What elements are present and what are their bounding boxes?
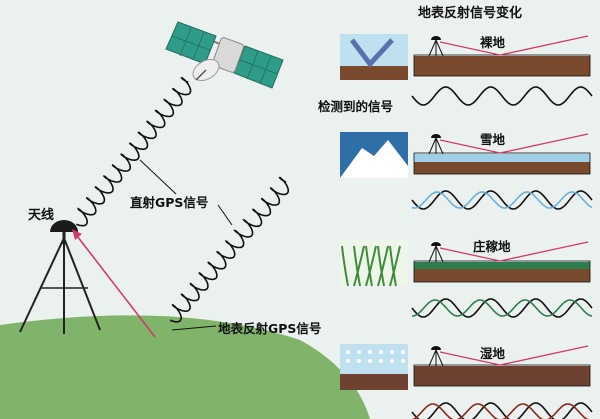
mini-tripod-leg	[435, 245, 444, 263]
mini-antenna-icon	[431, 242, 441, 246]
detected-signal-label: 检测到的信号	[318, 99, 394, 114]
snow-mountain	[340, 140, 408, 178]
rain-drop	[390, 350, 394, 354]
mini-tripod-leg	[428, 349, 437, 367]
rain-drop	[379, 359, 383, 363]
rain-drop	[401, 359, 405, 363]
panel-crops	[340, 240, 593, 318]
mini-reflection-path	[439, 133, 589, 154]
antenna-icon	[19, 220, 101, 334]
sky	[340, 240, 408, 286]
detected-signal-wave	[411, 403, 589, 419]
rain-drop	[401, 350, 405, 354]
mini-antenna-icon	[431, 134, 441, 138]
soil-layer	[414, 269, 590, 282]
direct-signal-wave	[76, 77, 192, 227]
crop-blade	[353, 245, 361, 287]
rain-drop	[368, 359, 372, 363]
reflected-signal-label: 地表反射GPS信号	[218, 321, 322, 336]
crop-blade	[365, 245, 377, 287]
detected-signal-wave	[412, 299, 593, 317]
mini-tripod-leg	[435, 39, 444, 57]
mini-tripod-leg	[435, 137, 444, 155]
reference-signal-wave	[411, 402, 593, 419]
rain-drop	[346, 359, 350, 363]
panel-label-snow: 雪地	[480, 132, 506, 147]
reference-signal-wave	[411, 298, 593, 318]
soil-layer	[414, 56, 590, 76]
crop-blade	[365, 245, 373, 287]
reflection-path	[72, 229, 156, 338]
rain-drop	[357, 350, 361, 354]
detected-signal-wave	[411, 86, 593, 106]
soil-layer	[414, 162, 590, 174]
panel-wetland	[340, 344, 593, 419]
rain-drop	[346, 350, 350, 354]
direct-signal-leader-2	[217, 204, 233, 226]
satellite-icon	[165, 21, 284, 89]
snow-layer	[414, 154, 590, 162]
mini-reflection-path	[439, 241, 589, 262]
mini-reflection-path	[439, 345, 589, 366]
panel-label-wetland: 湿地	[480, 346, 506, 361]
direct-signal-label: 直射GPS信号	[130, 195, 209, 210]
reflected-signal-leader	[171, 325, 217, 331]
mini-tripod-leg	[428, 39, 437, 57]
mini-reflection-path	[439, 35, 589, 56]
soil-layer	[340, 66, 408, 80]
antenna-label: 天线	[28, 208, 55, 223]
crop-blade	[377, 245, 385, 287]
hill	[0, 315, 370, 419]
panel-label-crops: 庄稼地	[473, 239, 511, 254]
crop-blade	[389, 245, 397, 287]
soil-layer	[414, 366, 590, 386]
rain-drop	[357, 359, 361, 363]
rain-drop	[379, 350, 383, 354]
direct-signal-leader	[139, 159, 177, 195]
rain-drop	[368, 350, 372, 354]
reflected-signal-wave	[169, 176, 290, 323]
mini-antenna-icon	[431, 346, 441, 350]
wet-soil-layer	[340, 374, 408, 390]
title: 地表反射信号变化	[418, 6, 523, 21]
mini-tripod-leg	[428, 137, 437, 155]
mini-tripod-leg	[435, 349, 444, 367]
crop-blade	[353, 245, 365, 287]
panel-bare-soil	[340, 34, 593, 106]
crop-layer	[414, 262, 590, 269]
crop-blade	[389, 245, 401, 287]
crop-blade	[341, 245, 349, 287]
mini-tripod-leg	[428, 245, 437, 263]
detected-signal-wave	[411, 191, 593, 209]
crop-blade	[377, 245, 389, 287]
panel-snow	[340, 132, 593, 210]
panel-label-bare-soil: 裸地	[480, 35, 506, 50]
rain-drop	[390, 359, 394, 363]
mini-antenna-icon	[431, 36, 441, 40]
reflection-arrows	[350, 38, 394, 68]
reference-signal-wave	[411, 190, 593, 210]
